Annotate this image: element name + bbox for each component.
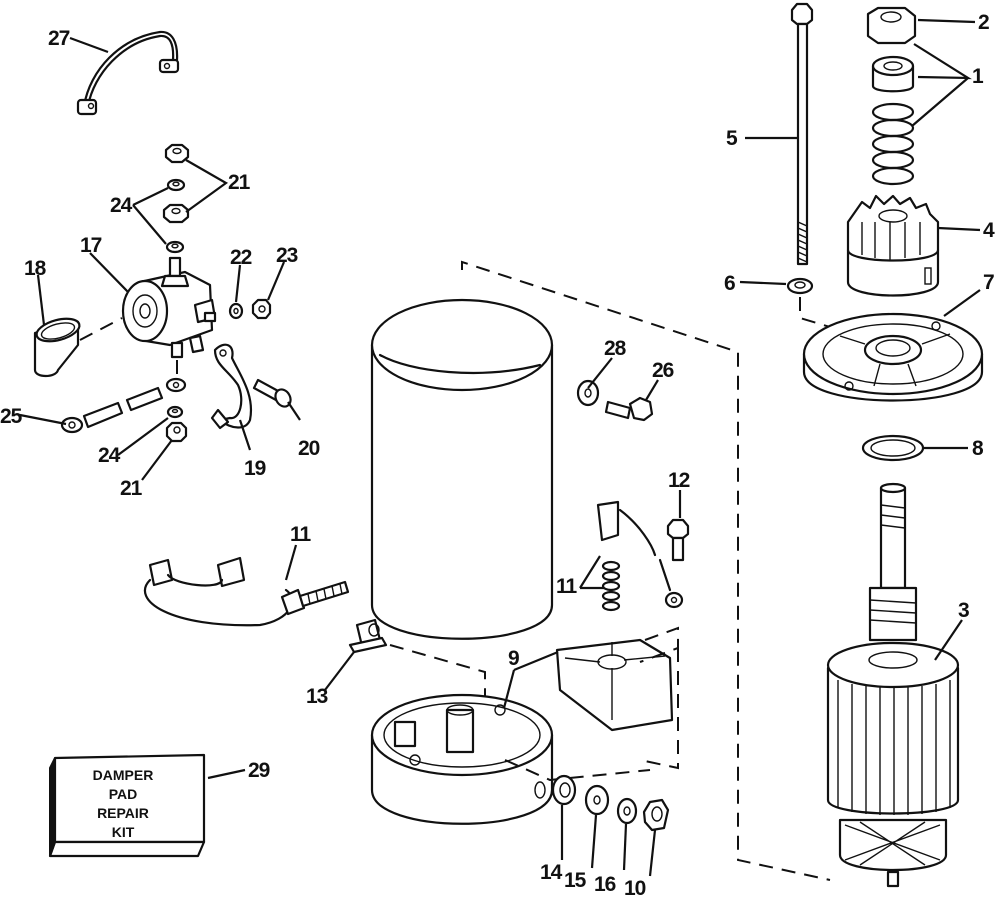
part-24-lockwasher-upper bbox=[166, 178, 186, 192]
part-8-thrust-washer bbox=[861, 434, 925, 462]
part-18-solenoid-boot bbox=[33, 317, 81, 378]
callout-24-lower: 24 bbox=[98, 444, 120, 467]
callout-1: 1 bbox=[972, 65, 984, 88]
part-21-nut-lower bbox=[165, 421, 188, 443]
callout-20: 20 bbox=[298, 437, 320, 460]
part-10-nut bbox=[642, 798, 670, 832]
part-16-lock-washer bbox=[616, 797, 638, 825]
part-24-lockwasher-middle bbox=[165, 240, 185, 254]
callout-15: 15 bbox=[564, 869, 586, 892]
callout-21-lower: 21 bbox=[120, 477, 142, 500]
commutator-end-cap bbox=[370, 693, 554, 825]
part-6-washer bbox=[786, 277, 814, 295]
part-21-nut-middle bbox=[162, 203, 190, 224]
part-11-brushes-left bbox=[143, 556, 294, 627]
part-28-washer bbox=[576, 379, 600, 407]
callout-14: 14 bbox=[540, 861, 562, 884]
part-3-armature bbox=[826, 482, 960, 888]
callout-4: 4 bbox=[983, 219, 995, 242]
callout-23: 23 bbox=[276, 244, 298, 267]
callout-26: 26 bbox=[652, 359, 674, 382]
callout-3: 3 bbox=[958, 599, 970, 622]
callout-8: 8 bbox=[972, 437, 984, 460]
part-27-ground-lead bbox=[76, 30, 180, 116]
kit-label-line-4: KIT bbox=[111, 824, 135, 840]
callout-27: 27 bbox=[48, 27, 70, 50]
dash-boot-to-solenoid bbox=[79, 317, 123, 341]
leader-lines bbox=[19, 18, 981, 877]
callout-11-left: 11 bbox=[290, 523, 311, 546]
part-13-insulator bbox=[348, 618, 388, 654]
part-26-bolt bbox=[604, 396, 654, 422]
callout-22: 22 bbox=[230, 246, 252, 269]
callout-29: 29 bbox=[248, 759, 270, 782]
part-4-drive-pinion bbox=[846, 194, 940, 297]
callout-16: 16 bbox=[594, 873, 616, 896]
part-1-collar bbox=[871, 55, 915, 93]
part-11-spring-right bbox=[601, 560, 621, 612]
kit-label: DAMPER PAD REPAIR KIT bbox=[48, 766, 198, 842]
kit-label-line-2: PAD bbox=[108, 786, 138, 802]
part-20-screw bbox=[252, 378, 292, 408]
part-11-brush-right bbox=[596, 500, 684, 609]
callout-12: 12 bbox=[668, 469, 690, 492]
field-housing-cylinder bbox=[370, 298, 554, 640]
callout-25: 25 bbox=[0, 405, 22, 428]
part-9-brush-holder bbox=[555, 638, 674, 732]
part-2-pinion-nut bbox=[866, 6, 917, 45]
part-7-drive-end-cap bbox=[802, 312, 984, 402]
callout-11-right: 11 bbox=[556, 575, 577, 598]
callout-13: 13 bbox=[306, 685, 328, 708]
part-23-nut bbox=[251, 298, 272, 320]
callout-21-upper: 21 bbox=[228, 171, 250, 194]
dash-holder-lower bbox=[639, 648, 679, 770]
part-22-lockwasher bbox=[228, 302, 244, 320]
callout-9: 9 bbox=[508, 647, 520, 670]
part-1-spring bbox=[871, 102, 915, 186]
callout-28: 28 bbox=[604, 337, 626, 360]
dash-endcap-to-washers bbox=[504, 759, 651, 782]
callout-19: 19 bbox=[244, 457, 266, 480]
part-5-through-bolt bbox=[790, 2, 814, 266]
part-15-flat-washer bbox=[584, 784, 610, 816]
dash-washer-to-endcap bbox=[799, 297, 841, 331]
callout-10: 10 bbox=[624, 877, 646, 900]
part-17-solenoid bbox=[121, 256, 217, 359]
callout-24-upper: 24 bbox=[110, 194, 132, 217]
callout-18: 18 bbox=[24, 257, 46, 280]
callout-6: 6 bbox=[724, 272, 736, 295]
part-24-lockwasher-lower bbox=[166, 405, 184, 419]
part-21-nut-upper bbox=[164, 143, 190, 164]
part-29-kit-box bbox=[48, 753, 206, 858]
dash-through-bolt-path bbox=[461, 260, 831, 881]
callout-5: 5 bbox=[726, 127, 738, 150]
dash-holder-bracket bbox=[639, 626, 679, 663]
kit-label-line-3: REPAIR bbox=[97, 805, 149, 821]
terminal-stud bbox=[280, 580, 350, 616]
part-14-insulating-washer bbox=[551, 774, 577, 806]
callout-17: 17 bbox=[80, 234, 102, 257]
callout-7: 7 bbox=[983, 271, 995, 294]
part-25-cable bbox=[60, 377, 187, 434]
callout-2: 2 bbox=[978, 11, 990, 34]
kit-label-line-1: DAMPER bbox=[92, 767, 154, 783]
part-19-bracket bbox=[210, 343, 253, 430]
part-12-screw bbox=[666, 518, 690, 562]
